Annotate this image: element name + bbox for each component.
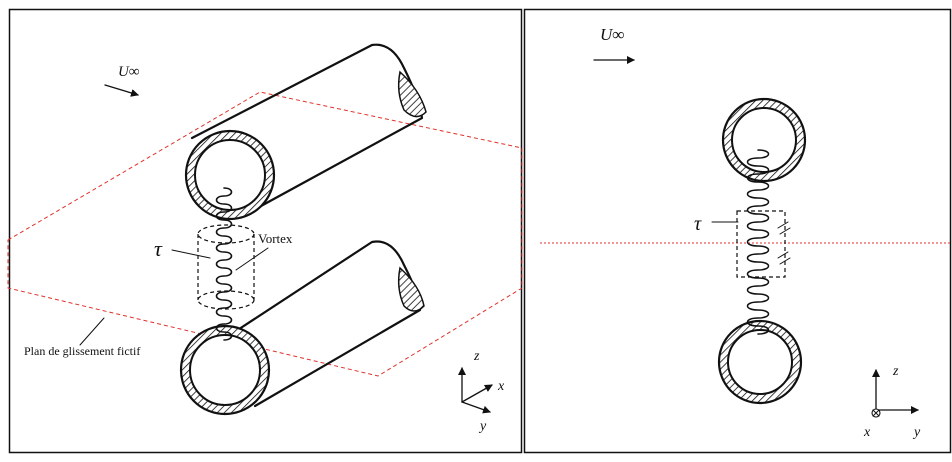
left-axis-y: y [478, 419, 487, 434]
lower-cylinder [179, 240, 425, 416]
right-vortex-spiral-icon [746, 149, 770, 335]
upper-cylinder-end-icon [397, 70, 427, 118]
upper-cylinder [184, 43, 427, 221]
left-panel: U∞ τ Vortex Pla [7, 8, 523, 454]
stress-label: τ [154, 236, 163, 261]
slip-plane-leader [79, 317, 105, 346]
vortex-label: Vortex [258, 231, 293, 246]
flow-label: U∞ [118, 64, 140, 80]
control-volume [197, 224, 255, 310]
right-panel-frame [523, 8, 952, 454]
right-axis-z: z [892, 364, 899, 379]
right-axis-y: y [912, 425, 921, 440]
vortex-leader [235, 247, 269, 271]
stress-leader [171, 249, 211, 259]
right-control-volume [736, 210, 786, 278]
left-axis-triad: z x y [458, 349, 505, 434]
right-panel: U∞ τ z x y [523, 8, 952, 454]
slip-plane [7, 91, 523, 377]
right-axis-x: x [863, 425, 871, 440]
left-panel-frame [8, 8, 523, 454]
left-axis-z: z [473, 349, 480, 364]
right-axis-triad: z x y [863, 364, 921, 440]
vortex-spiral-icon [215, 187, 233, 341]
right-flow-label: U∞ [600, 25, 624, 44]
left-axis-x: x [497, 379, 505, 394]
right-stress-label: τ [694, 213, 702, 235]
slip-plane-label: Plan de glissement fictif [24, 344, 140, 358]
lower-cylinder-end-icon [397, 266, 425, 312]
right-shear-ticks-icon [777, 221, 791, 265]
flow-arrow-icon [104, 84, 139, 97]
